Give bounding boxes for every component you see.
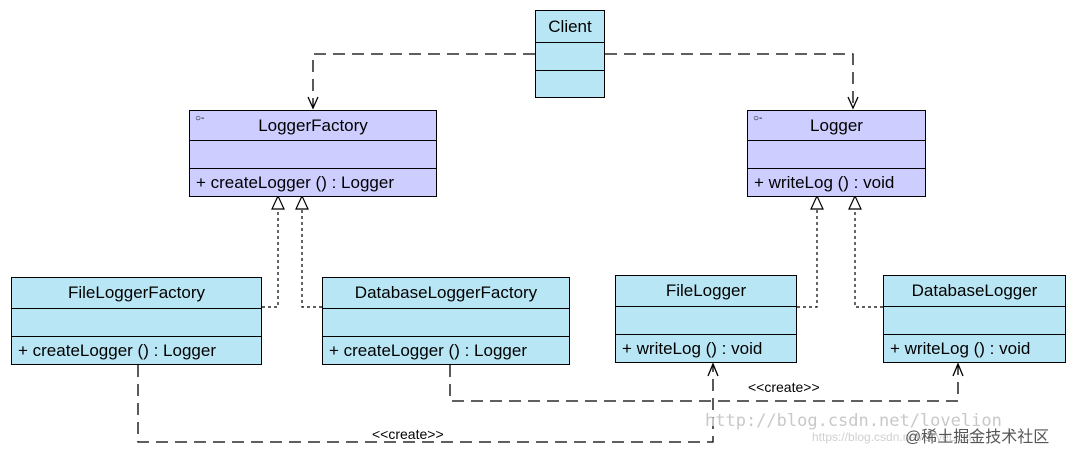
class-databaselogger: DatabaseLogger + writeLog () : void — [883, 275, 1066, 363]
watermark-url-small: https://blog.csdn.net/LoveLion — [812, 430, 972, 444]
create-label-database: <<create>> — [748, 379, 820, 395]
triangle-databaseloggerfactory — [295, 194, 309, 210]
realization-databaseloggerfactory — [301, 208, 322, 308]
class-databaseloggerfactory-attributes — [323, 308, 569, 336]
interface-stereotype-icon: ○- — [753, 113, 763, 124]
realization-filelogger — [797, 208, 818, 308]
interface-loggerfactory-operation: + createLogger () : Logger — [190, 168, 436, 196]
interface-loggerfactory: ○- LoggerFactory + createLogger () : Log… — [189, 110, 437, 197]
dependency-client-loggerfactory — [312, 53, 535, 108]
interface-stereotype-icon: ○- — [195, 113, 205, 124]
interface-logger-name: ○- Logger — [753, 113, 863, 135]
triangle-fileloggerfactory — [271, 194, 285, 210]
class-client-name: Client — [548, 16, 592, 36]
create-dependency-database — [449, 365, 959, 402]
class-client-attributes — [536, 42, 604, 70]
class-fileloggerfactory-name: FileLoggerFactory — [67, 283, 205, 302]
class-filelogger-name: FileLogger — [665, 281, 747, 300]
class-databaseloggerfactory-name: DatabaseLoggerFactory — [354, 283, 538, 302]
class-databaselogger-attributes — [884, 306, 1065, 334]
arrowhead-databaselogger — [952, 362, 964, 377]
class-databaselogger-operation: + writeLog () : void — [884, 334, 1065, 362]
create-label-file: <<create>> — [372, 426, 444, 442]
interface-logger-operation: + writeLog () : void — [748, 168, 925, 196]
class-fileloggerfactory: FileLoggerFactory + createLogger () : Lo… — [11, 277, 262, 365]
interface-loggerfactory-attributes — [190, 140, 436, 168]
arrowhead-loggerfactory — [307, 96, 319, 110]
watermark-url: http://blog.csdn.net/lovelion — [705, 411, 1002, 431]
class-filelogger-operation: + writeLog () : void — [616, 334, 796, 362]
arrowhead-filelogger — [707, 362, 719, 377]
interface-logger: ○- Logger + writeLog () : void — [747, 110, 926, 197]
realization-databaselogger — [854, 208, 883, 308]
arrowhead-logger — [847, 96, 859, 110]
create-dependency-file — [137, 365, 714, 443]
interface-logger-attributes — [748, 140, 925, 168]
interface-loggerfactory-name: ○- LoggerFactory — [195, 113, 368, 135]
realization-fileloggerfactory — [262, 208, 279, 308]
triangle-filelogger — [810, 194, 824, 210]
dependency-client-logger — [605, 53, 854, 108]
class-client: Client — [535, 10, 605, 98]
class-databaseloggerfactory: DatabaseLoggerFactory + createLogger () … — [322, 277, 570, 365]
class-client-operations — [536, 70, 604, 97]
class-filelogger: FileLogger + writeLog () : void — [615, 275, 797, 363]
triangle-databaselogger — [848, 194, 862, 210]
class-fileloggerfactory-operation: + createLogger () : Logger — [12, 336, 261, 364]
class-databaselogger-name: DatabaseLogger — [911, 281, 1038, 300]
watermark-brand: @稀土掘金技术社区 — [905, 429, 1050, 446]
class-filelogger-attributes — [616, 306, 796, 334]
class-databaseloggerfactory-operation: + createLogger () : Logger — [323, 336, 569, 364]
class-fileloggerfactory-attributes — [12, 308, 261, 336]
